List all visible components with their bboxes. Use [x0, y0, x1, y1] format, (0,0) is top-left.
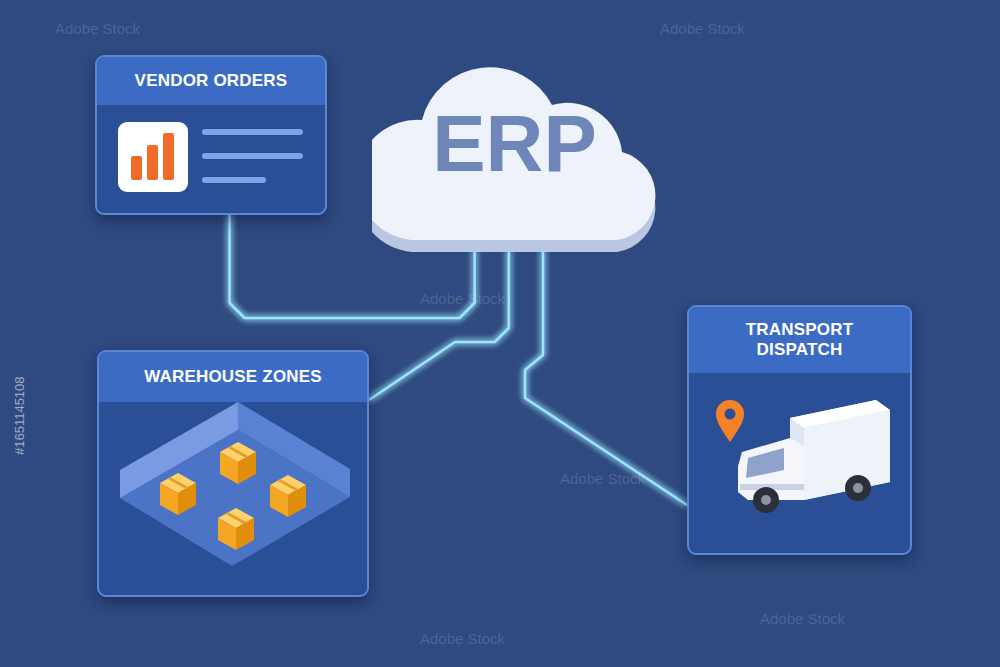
watermark: Adobe Stock — [420, 290, 505, 307]
vendor-orders-panel: VENDOR ORDERS — [95, 55, 327, 215]
panel-heading: VENDOR ORDERS — [97, 57, 325, 105]
watermark: Adobe Stock — [55, 20, 140, 37]
panel-heading: TRANSPORT DISPATCH — [689, 307, 910, 373]
stock-id: #1651145108 — [12, 376, 27, 455]
truck-icon — [716, 400, 890, 513]
transport-dispatch-panel: TRANSPORT DISPATCH — [687, 305, 912, 555]
warehouse-room — [120, 402, 350, 566]
watermark: Adobe Stock — [660, 20, 745, 37]
glow-connector — [369, 250, 509, 400]
glow-connector — [525, 250, 687, 505]
watermark: Adobe Stock — [560, 470, 645, 487]
chart-icon — [118, 122, 303, 192]
warehouse-zones-panel: WAREHOUSE ZONES — [97, 350, 369, 597]
watermark: Adobe Stock — [760, 610, 845, 627]
cloud-label: ERP — [372, 104, 657, 184]
watermark: Adobe Stock — [420, 630, 505, 647]
erp-cloud: ERP — [372, 18, 657, 258]
panel-heading: WAREHOUSE ZONES — [99, 352, 367, 402]
